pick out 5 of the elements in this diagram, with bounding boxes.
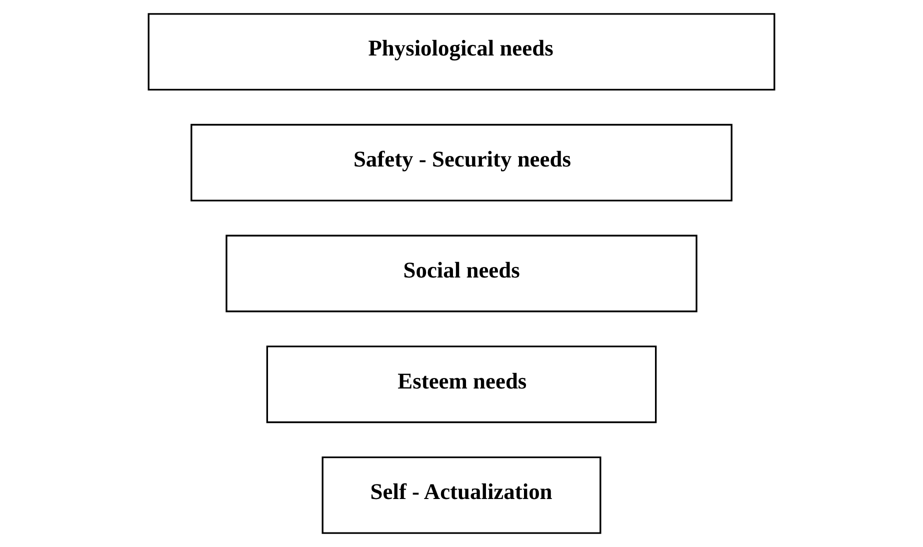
node-box: Self - Actualization — [322, 456, 602, 534]
node-box: Physiological needs — [148, 13, 776, 91]
node-box: Safety - Security needs — [190, 124, 732, 202]
node-box: Social needs — [226, 234, 698, 312]
node-box: Esteem needs — [266, 346, 657, 424]
